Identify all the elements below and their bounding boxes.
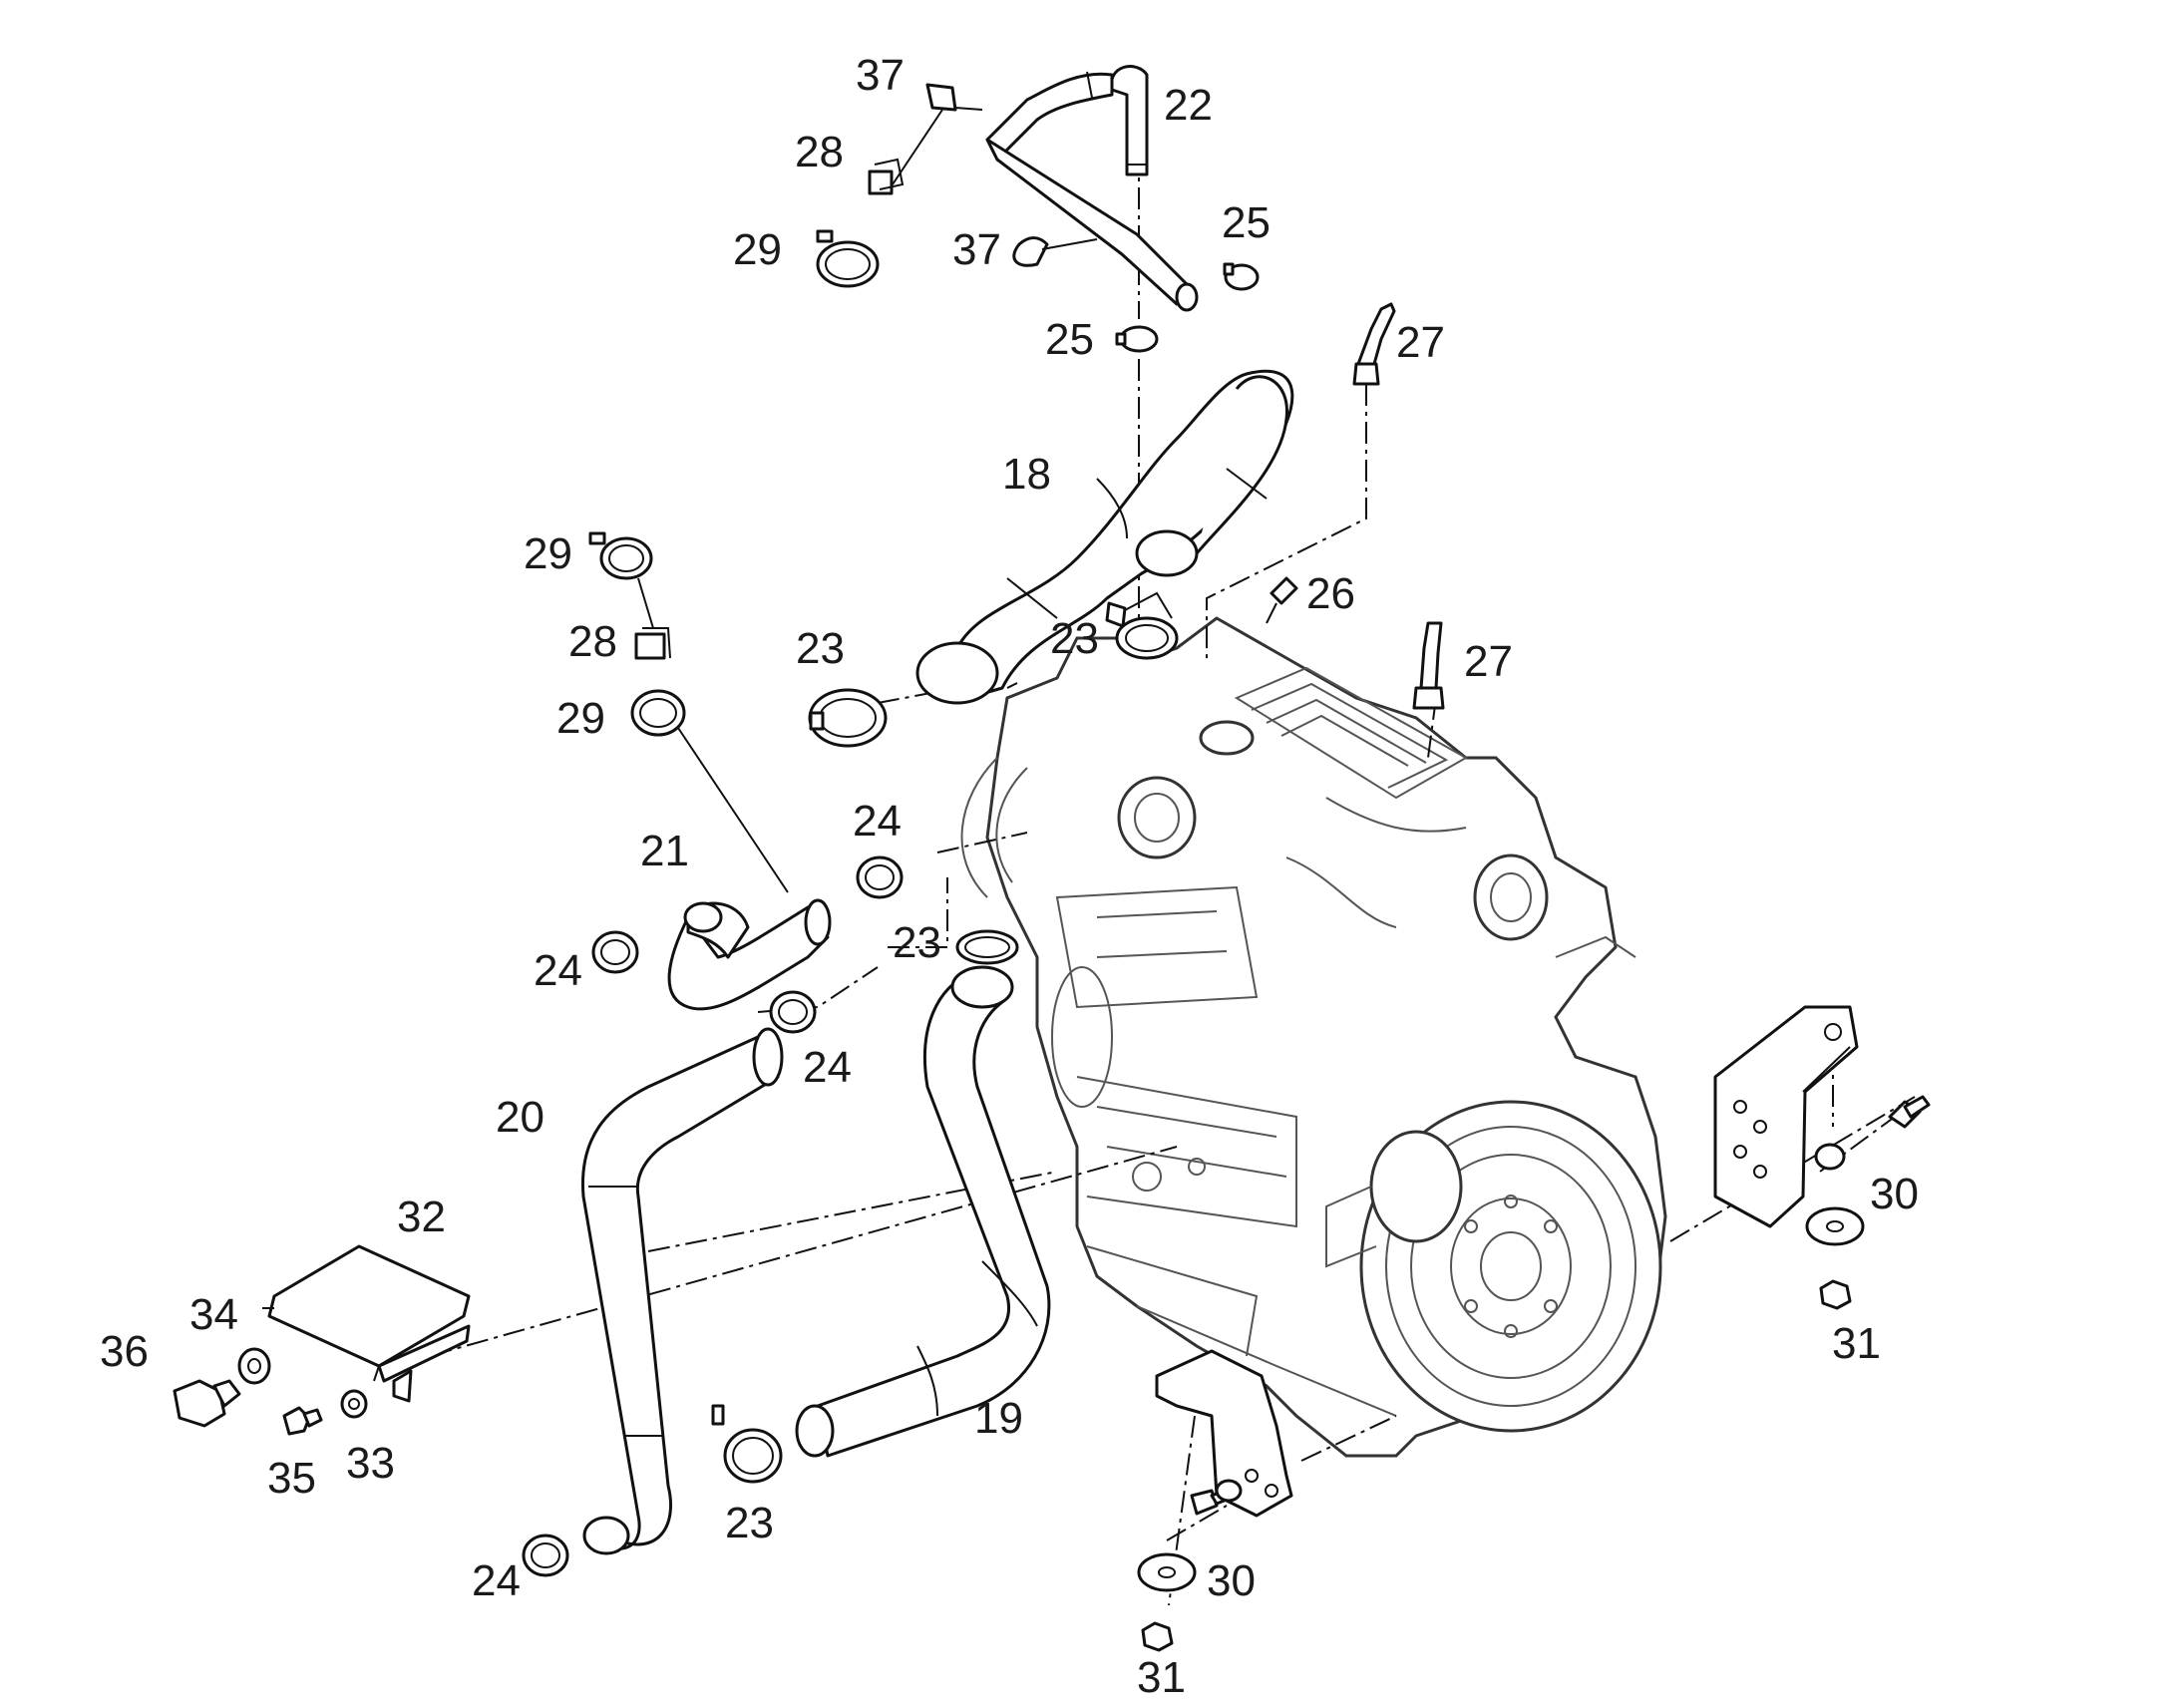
callout-31: 31 — [1137, 1653, 1186, 1702]
engine-assembly — [960, 616, 1667, 1458]
callout-29: 29 — [556, 694, 605, 743]
mounting-hardware — [1137, 1005, 1931, 1652]
callout-23: 23 — [725, 1499, 774, 1547]
callout-37: 37 — [856, 51, 905, 100]
callout-25: 25 — [1045, 315, 1094, 364]
callout-25: 25 — [1222, 198, 1271, 247]
callout-34: 34 — [189, 1290, 238, 1339]
clamp-24a — [856, 855, 904, 899]
washer-33 — [340, 1389, 368, 1419]
connector-28b — [634, 632, 666, 660]
part-21-hose — [667, 898, 832, 1011]
hose-clamps — [522, 83, 1445, 1577]
callout-30: 30 — [1207, 1556, 1256, 1605]
callout-26: 26 — [1306, 569, 1355, 618]
callout-27: 27 — [1396, 318, 1445, 367]
part-32-control-module — [262, 1244, 471, 1403]
callout-37: 37 — [952, 225, 1001, 274]
callout-24: 24 — [803, 1043, 852, 1092]
callout-21: 21 — [640, 827, 689, 875]
callout-35: 35 — [267, 1454, 316, 1503]
fasteners-33-36 — [173, 1347, 368, 1436]
washer-30b — [1137, 1552, 1197, 1592]
washer-34 — [237, 1347, 271, 1385]
callout-labels: 37 22 28 29 37 25 25 27 18 29 26 28 23 2… — [100, 51, 1919, 1702]
callout-24: 24 — [853, 797, 902, 846]
callout-23: 23 — [796, 624, 845, 673]
screw-35 — [282, 1406, 311, 1436]
callout-29: 29 — [524, 529, 572, 578]
clamp-24c — [769, 990, 817, 1034]
callout-22: 22 — [1164, 81, 1213, 130]
part-22-coolant-hose — [985, 65, 1199, 312]
nut-31b — [1141, 1621, 1174, 1652]
washer-30a — [1805, 1206, 1865, 1246]
callout-28: 28 — [568, 617, 617, 666]
callout-32: 32 — [397, 1193, 446, 1241]
callout-23: 23 — [1050, 614, 1099, 663]
part-20-hose — [580, 1027, 784, 1555]
callout-31: 31 — [1832, 1319, 1881, 1368]
clamp-24b — [591, 930, 639, 974]
callout-24: 24 — [472, 1556, 521, 1605]
callout-27: 27 — [1464, 637, 1513, 686]
clamp-24d — [522, 1534, 569, 1577]
fitting-27b — [1412, 686, 1445, 710]
washer-small-right — [1814, 1143, 1846, 1171]
callout-20: 20 — [496, 1093, 545, 1142]
callout-18: 18 — [1002, 450, 1051, 499]
clip-37a — [925, 83, 957, 112]
callout-28: 28 — [795, 128, 844, 176]
clip-37b — [1012, 236, 1049, 267]
callout-30: 30 — [1870, 1170, 1919, 1218]
callout-36: 36 — [100, 1327, 149, 1376]
fitting-27a — [1352, 362, 1380, 386]
callout-29: 29 — [733, 225, 782, 274]
part-18-intake-hose — [915, 369, 1294, 705]
bracket-right — [1713, 1005, 1859, 1228]
bolt-36 — [173, 1379, 226, 1428]
part-19-intercooler-hose — [795, 965, 1051, 1458]
callout-23: 23 — [893, 918, 941, 967]
nut-31a — [1819, 1279, 1852, 1310]
sensor-26 — [1270, 576, 1298, 605]
clamp-29c — [630, 689, 686, 737]
callout-33: 33 — [346, 1439, 395, 1488]
callout-24: 24 — [534, 946, 582, 995]
callout-19: 19 — [974, 1394, 1023, 1443]
